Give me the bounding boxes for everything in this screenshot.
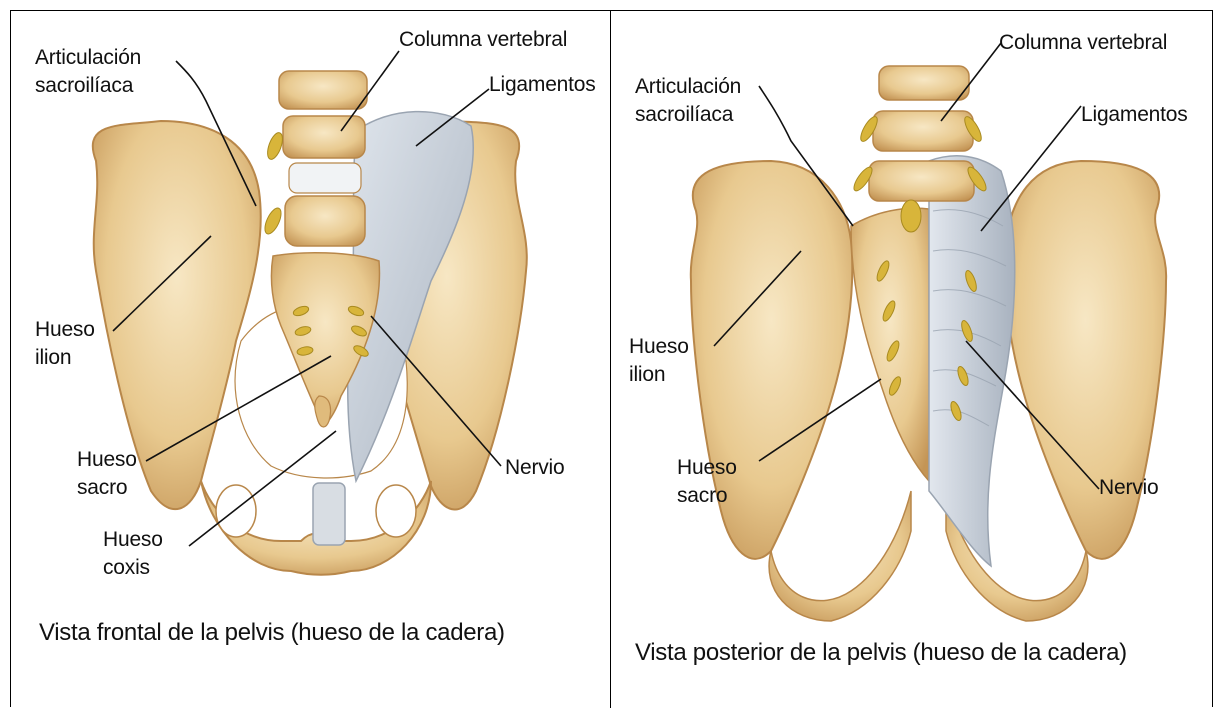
label-hueso-coxis: Hueso coxis [103, 526, 163, 582]
lumbar-spine [869, 66, 974, 201]
label-ligamentos: Ligamentos [1081, 101, 1188, 129]
label-hueso-sacro: Hueso sacro [77, 446, 137, 502]
frontal-pelvis-figure: Articulación sacroilíaca Columna vertebr… [11, 11, 610, 676]
label-columna-vertebral: Columna vertebral [399, 26, 567, 54]
image-table: Articulación sacroilíaca Columna vertebr… [10, 10, 1213, 707]
label-hueso-ilion: Hueso ilion [35, 316, 95, 372]
lumbar-spine [279, 71, 367, 246]
label-articulacion-sacroiliaca: Articulación sacroilíaca [35, 44, 141, 100]
posterior-pelvis-figure: Articulación sacroilíaca Columna vertebr… [611, 11, 1214, 698]
label-hueso-ilion: Hueso ilion [629, 333, 689, 389]
ligament-sheet [929, 156, 1015, 566]
label-articulacion-sacroiliaca: Articulación sacroilíaca [635, 73, 741, 129]
table-cell-frontal: Articulación sacroilíaca Columna vertebr… [11, 11, 611, 708]
caption-posterior: Vista posterior de la pelvis (hueso de l… [635, 639, 1127, 667]
frontal-pelvis-illustration [11, 11, 610, 676]
caption-frontal: Vista frontal de la pelvis (hueso de la … [39, 619, 505, 647]
pubic-symphysis [313, 483, 345, 545]
label-nervio: Nervio [1099, 474, 1158, 502]
label-ligamentos: Ligamentos [489, 71, 596, 99]
sacrum [851, 208, 929, 481]
label-columna-vertebral: Columna vertebral [999, 29, 1167, 57]
label-hueso-sacro: Hueso sacro [677, 454, 737, 510]
label-nervio: Nervio [505, 454, 564, 482]
table-cell-posterior: Articulación sacroilíaca Columna vertebr… [611, 11, 1214, 708]
